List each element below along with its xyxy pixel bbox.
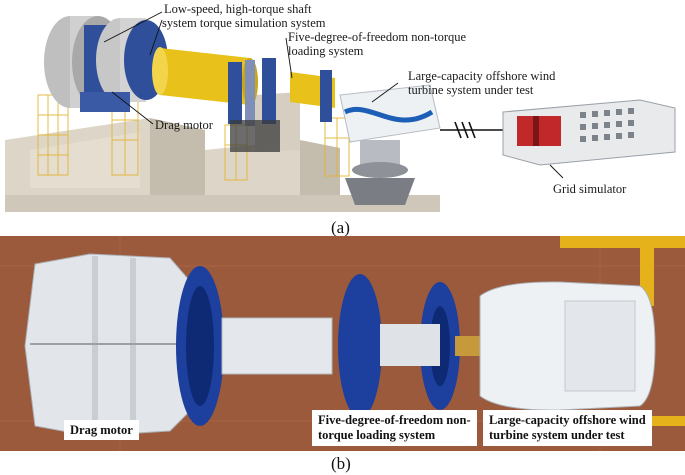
drag-motor-drum — [44, 16, 168, 112]
label-turbine-under-test-line1: Large-capacity offshore wind — [408, 69, 556, 83]
grid-simulator-cabinet — [502, 99, 676, 166]
label-grid-simulator: Grid simulator — [553, 182, 627, 196]
label-b-drag-motor: Drag motor — [64, 420, 139, 440]
label-leader-lines — [103, 11, 564, 179]
label-five-dof-system-line1: Five-degree-of-freedom non-torque — [288, 30, 467, 44]
caption-a: (a) — [331, 218, 350, 237]
panel-a-rendering — [5, 11, 676, 212]
loading-system-rings — [228, 58, 332, 152]
power-cable — [440, 121, 503, 139]
turbine-nacelle — [339, 84, 441, 205]
nacelle-top-view — [479, 281, 656, 411]
label-low-speed-system-line1: Low-speed, high-torque shaft — [164, 2, 312, 16]
label-turbine-under-test-line2: turbine system under test — [408, 83, 534, 97]
label-b-five-dof-line1: Five-degree-of-freedom non- — [318, 413, 471, 427]
label-b-five-dof-line2: torque loading system — [318, 428, 436, 442]
main-shaft — [221, 317, 480, 375]
label-b-turbine-under-test: Large-capacity offshore wind turbine sys… — [483, 410, 652, 446]
caption-b: (b) — [331, 454, 351, 473]
label-b-turbine-line2: turbine system under test — [489, 428, 625, 442]
label-drag-motor: Drag motor — [155, 118, 213, 132]
label-low-speed-system-line2: system torque simulation system — [162, 16, 326, 30]
drag-motor-body — [24, 253, 191, 437]
label-b-five-dof-system: Five-degree-of-freedom non- torque loadi… — [312, 410, 477, 446]
label-five-dof-system-line2: loading system — [288, 44, 364, 58]
label-b-turbine-line1: Large-capacity offshore wind — [489, 413, 646, 427]
